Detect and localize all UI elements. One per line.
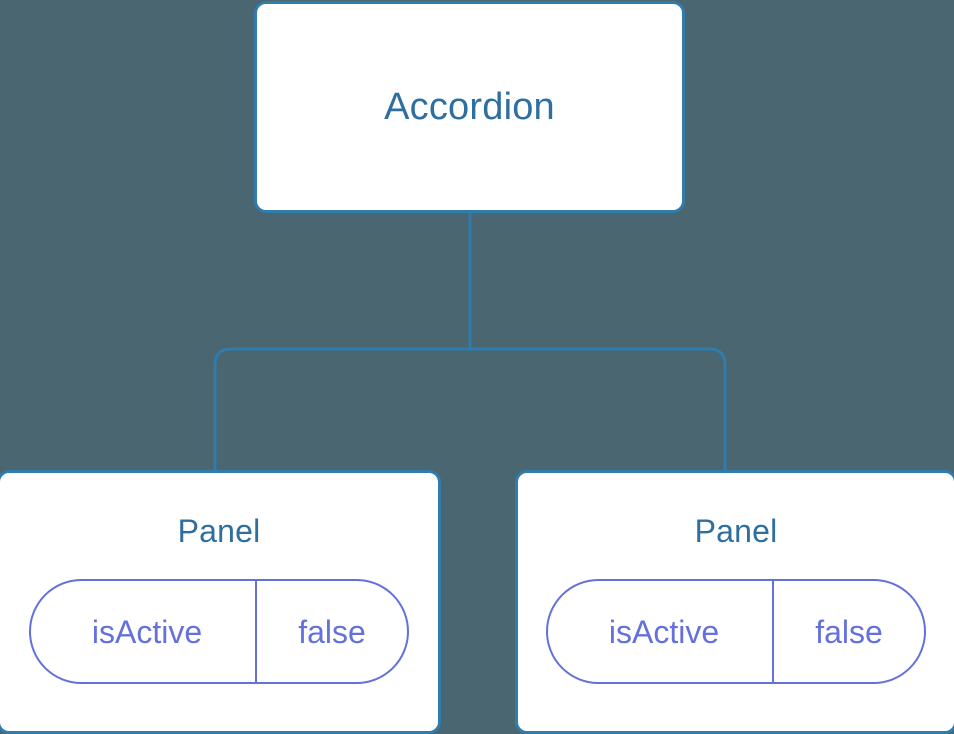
node-accordion-title: Accordion <box>384 86 555 128</box>
prop-key-panel-1-isactive: isActive <box>91 613 203 650</box>
prop-value-panel-1-isactive: false <box>255 581 407 682</box>
prop-key-panel-2-isactive: isActive <box>608 613 720 650</box>
edge-root-to-panel-2 <box>470 347 727 474</box>
prop-value-panel-2-isactive: false <box>772 581 924 682</box>
node-panel-1[interactable]: Panel isActive false <box>0 470 441 734</box>
edge-root-to-panel-1 <box>213 347 470 474</box>
node-panel-2[interactable]: Panel isActive false <box>515 470 954 734</box>
node-accordion[interactable]: Accordion <box>254 1 685 213</box>
node-panel-1-title: Panel <box>177 513 261 549</box>
prop-pill-panel-1-isactive[interactable]: isActive false <box>29 579 409 684</box>
prop-pill-panel-2-isactive[interactable]: isActive false <box>546 579 926 684</box>
node-panel-2-title: Panel <box>694 513 778 549</box>
